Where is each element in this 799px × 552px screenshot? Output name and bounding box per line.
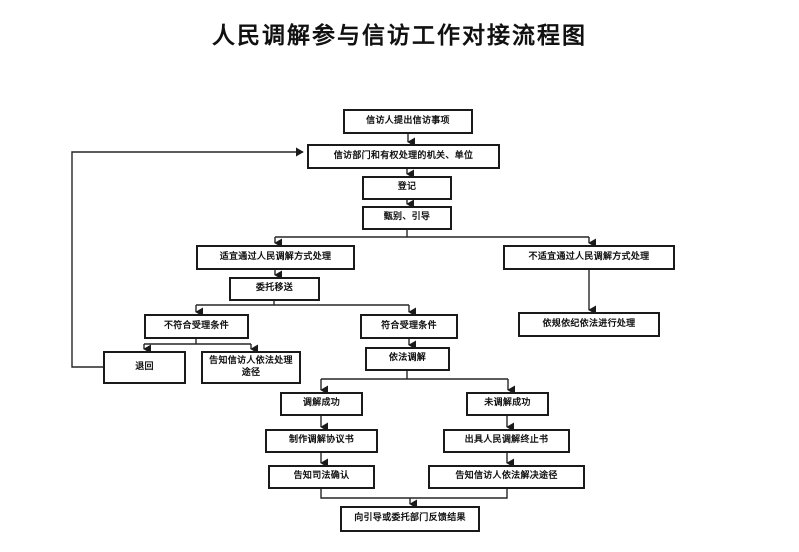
node-draft-mediation-agreement[interactable]: 制作调解协议书 <box>265 429 378 453</box>
node-petition-submitted[interactable]: 信访人提出信访事项 <box>343 109 473 134</box>
node-mediation-unsuccessful[interactable]: 未调解成功 <box>466 392 549 416</box>
node-petition-authority[interactable]: 信访部门和有权处理的机关、单位 <box>307 144 500 169</box>
node-inform-legal-handling-channel[interactable]: 告知信访人依法处理途径 <box>201 351 301 384</box>
node-meeting-acceptance-criteria[interactable]: 符合受理条件 <box>360 314 458 339</box>
node-inform-legal-resolution-channel[interactable]: 告知信访人依法解决途径 <box>428 465 585 489</box>
node-return[interactable]: 退回 <box>103 351 186 384</box>
node-not-meeting-acceptance-criteria[interactable]: 不符合受理条件 <box>144 314 249 339</box>
node-not-suitable-for-mediation[interactable]: 不适宜通过人民调解方式处理 <box>503 245 675 270</box>
node-feedback-to-referring-department[interactable]: 向引导或委托部门反馈结果 <box>340 506 480 532</box>
node-suitable-for-mediation[interactable]: 适宜通过人民调解方式处理 <box>196 245 355 270</box>
node-screening-guidance[interactable]: 甄别、引导 <box>362 206 452 230</box>
page-title: 人民调解参与信访工作对接流程图 <box>212 22 587 49</box>
node-mediation-successful[interactable]: 调解成功 <box>280 392 363 416</box>
node-entrust-transfer[interactable]: 委托移送 <box>229 277 320 301</box>
node-registration[interactable]: 登记 <box>362 176 452 200</box>
node-handle-per-regulations[interactable]: 依规依纪依法进行处理 <box>518 312 660 337</box>
node-issue-mediation-termination[interactable]: 出具人民调解终止书 <box>443 429 570 453</box>
node-lawful-mediation[interactable]: 依法调解 <box>365 347 450 371</box>
node-inform-judicial-confirmation[interactable]: 告知司法确认 <box>268 465 375 489</box>
